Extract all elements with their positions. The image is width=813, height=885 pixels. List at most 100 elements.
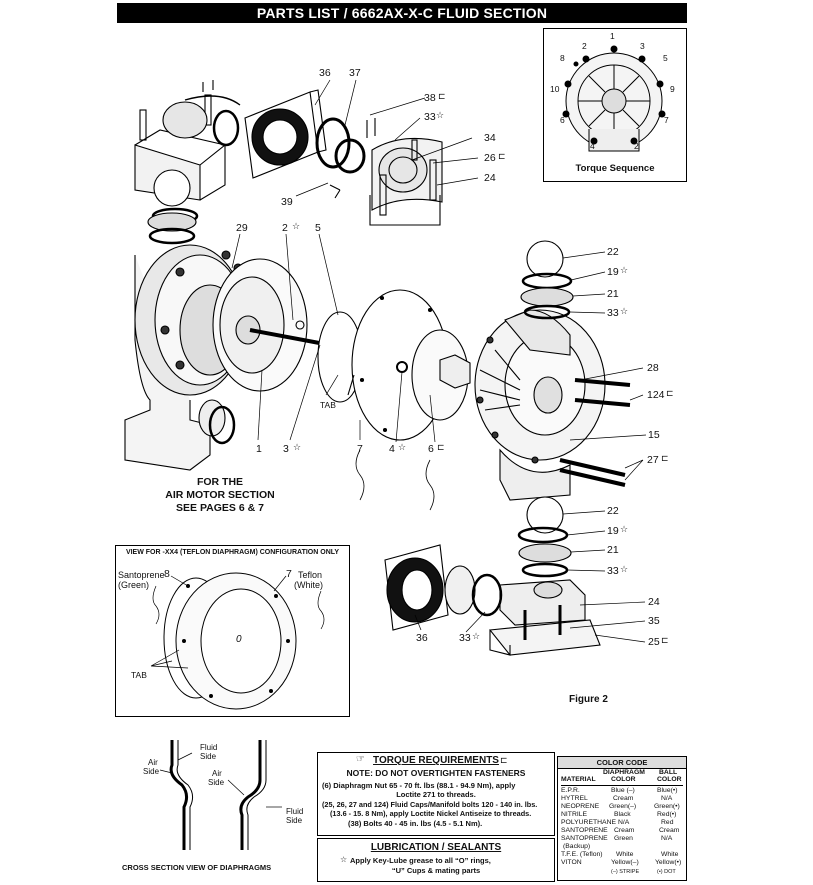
torque-line-1: (6) Diaphragm Nut 65 - 70 ft. lbs (88.1 … (322, 781, 516, 790)
cell: POLYURETHANE (561, 819, 617, 826)
air-side-1: Air (148, 758, 158, 767)
header-material: MATERIAL (561, 776, 596, 783)
cell: T.F.E. (Teflon) (561, 851, 603, 858)
label-29: 29 (236, 222, 248, 234)
torque-sequence-diagram (562, 45, 666, 152)
seq-num-4: 4 (590, 141, 595, 151)
seq-num-1: 1 (610, 31, 615, 41)
cell: Red (661, 819, 674, 826)
fluid-side-2b: Side (286, 816, 303, 825)
santoprene-color: (Green) (118, 580, 150, 590)
cell: Green(•) (654, 803, 680, 810)
star-icon: ☆ (620, 306, 629, 316)
page-title-text: PARTS LIST / 6662AX-X-C FLUID SECTION (256, 5, 548, 21)
label-124: 124 (647, 389, 665, 401)
seq-num-2: 2 (582, 41, 587, 51)
lubrication-panel: LUBRICATION / SEALANTS ☆ Apply Key-Lube … (317, 838, 555, 882)
torque-title: TORQUE REQUIREMENTS (373, 755, 499, 766)
cell: Cream (613, 795, 634, 802)
header-diaphragm-2: COLOR (611, 776, 636, 783)
air-side-2b: Side (208, 778, 225, 787)
fluid-side-1: Fluid (200, 743, 218, 752)
cell: N/A (618, 819, 630, 826)
seq-num-10: 10 (550, 84, 560, 94)
air-motor-note-line: AIR MOTOR SECTION (165, 489, 275, 501)
torque-line-5: (38) Bolts 40 - 45 in. lbs (4.5 - 5.1 Nm… (348, 819, 483, 828)
cross-section-title: CROSS SECTION VIEW OF DIAPHRAGMS (122, 863, 272, 872)
label-28: 28 (647, 362, 659, 374)
air-motor-note-line: SEE PAGES 6 & 7 (176, 502, 264, 514)
label-19-low: 19 (607, 525, 619, 537)
teflon-label: Teflon (298, 570, 323, 580)
table-row: (Backup) (561, 843, 683, 851)
header-diaphragm: DIAPHRAGM (603, 769, 645, 776)
part-36-bottom (384, 544, 503, 631)
teflon-view-title: VIEW FOR -XX4 (TEFLON DIAPHRAGM) CONFIGU… (125, 549, 340, 556)
star-icon: ☆ (620, 564, 629, 574)
color-code-header: DIAPHRAGM BALL (561, 769, 683, 777)
label-24-low: 24 (648, 596, 660, 608)
label-21-top: 21 (607, 288, 619, 300)
part-37-clamp (315, 117, 376, 174)
label-21-low: 21 (607, 544, 619, 556)
cell: Blue(•) (657, 787, 678, 794)
cell: Yellow(•) (655, 859, 682, 866)
label-38: 38 (424, 92, 436, 104)
label-37: 37 (349, 67, 361, 79)
star-icon: ☆ (472, 631, 481, 641)
wrench-icon: ⊏ (661, 635, 669, 645)
pointing-hand-icon: ☞ (356, 754, 365, 765)
label-33-top: 33 (424, 111, 436, 123)
cell: Yellow(–) (611, 859, 639, 866)
cell: E.P.R. (561, 787, 580, 794)
teflon-tab-label: TAB (131, 670, 147, 680)
label-27: 27 (647, 454, 659, 466)
label-33-bottom: 33 (459, 632, 471, 644)
table-row: E.P.R. Blue (–) Blue(•) (561, 787, 683, 795)
cell: SANTOPRENE (561, 827, 608, 834)
cell: NITRILE (561, 811, 588, 818)
teflon-color: (White) (294, 580, 323, 590)
seq-num-9: 9 (670, 84, 675, 94)
torque-requirements-panel: ☞ TORQUE REQUIREMENTS ⊏ NOTE: DO NOT OVE… (317, 752, 555, 836)
wrench-icon: ⊏ (437, 442, 445, 452)
seq-num-5: 5 (663, 53, 668, 63)
cell: Cream (659, 827, 680, 834)
label-26: 26 (484, 152, 496, 164)
label-33-mid: 33 (607, 307, 619, 319)
label-22-top: 22 (607, 246, 619, 258)
seq-num-6: 6 (560, 115, 565, 125)
cell: Blue (–) (611, 787, 635, 794)
label-7: 7 (357, 443, 363, 455)
label-2: 2 (282, 222, 288, 234)
label-36-top: 36 (319, 67, 331, 79)
label-24-top: 24 (484, 172, 496, 184)
part-6-outer-plate (411, 329, 471, 421)
header-ball: BALL (659, 769, 678, 776)
seq-num-2b: 2 (634, 141, 639, 151)
cross-section-drawing (159, 740, 282, 850)
label-19-top: 19 (607, 266, 619, 278)
num-7-label: 7 (286, 568, 292, 580)
label-6: 6 (428, 443, 434, 455)
label-39: 39 (281, 196, 293, 208)
label-5: 5 (315, 222, 321, 234)
teflon-diaphragm-drawing (150, 572, 325, 710)
page-title: PARTS LIST / 6662AX-X-C FLUID SECTION (117, 3, 687, 23)
part-2-diaphragm-plate (212, 258, 331, 392)
label-36-low: 36 (416, 632, 428, 644)
star-icon: ☆ (293, 442, 302, 452)
seq-num-7: 7 (664, 115, 669, 125)
cell: HYTREL (561, 795, 588, 802)
torque-sequence-panel: 1 2 3 4 5 6 7 8 9 10 2 Torque Sequence (543, 28, 687, 182)
bottom-manifold (488, 579, 601, 656)
torque-note: NOTE: DO NOT OVERTIGHTEN FASTENERS (346, 768, 526, 778)
lubrication-line-2: “U” Cups & mating parts (391, 866, 481, 875)
fluid-side-1b: Side (200, 752, 217, 761)
cell: White (616, 851, 634, 858)
torque-line-3: (25, 26, 27 and 124) Fluid Caps/Manifold… (322, 800, 538, 809)
cell: White (661, 851, 679, 858)
